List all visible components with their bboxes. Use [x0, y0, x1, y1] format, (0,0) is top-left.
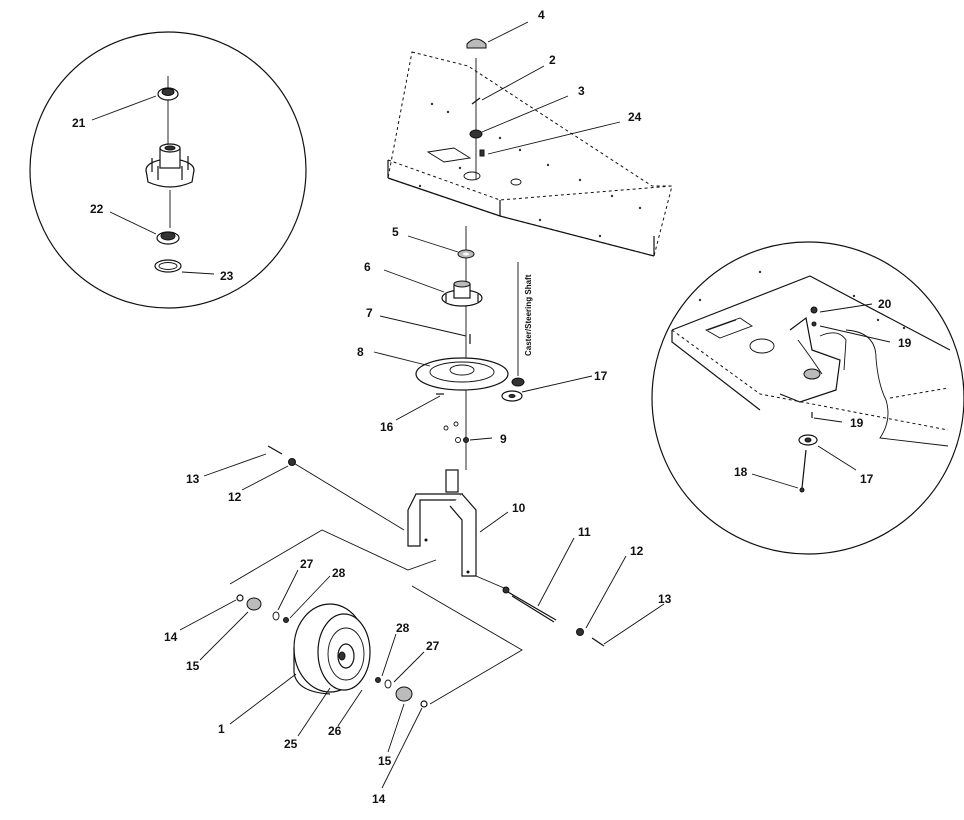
callout-11: 11 [578, 525, 591, 539]
callout-6: 6 [364, 260, 371, 274]
callout-22: 22 [90, 202, 104, 216]
mount-detail-circle [651, 241, 964, 555]
callout-28a: 28 [332, 566, 346, 580]
nut-3 [469, 129, 483, 139]
callout-23: 23 [220, 269, 234, 283]
bearing-cone-21 [157, 76, 179, 101]
washer-17 [501, 390, 523, 402]
callout-15b: 15 [378, 754, 392, 768]
washer-5 [457, 249, 475, 259]
callout-15a: 15 [186, 659, 200, 673]
callout-4: 4 [538, 8, 545, 22]
washer-24 [479, 149, 485, 157]
callout-20: 20 [878, 297, 892, 311]
callout-18: 18 [734, 465, 748, 479]
callout-5: 5 [392, 225, 399, 239]
cap-4 [466, 38, 487, 49]
callout-3: 3 [578, 84, 585, 98]
nut-12-right [576, 628, 584, 636]
nut-12-left [288, 458, 296, 466]
callout-24: 24 [628, 110, 642, 124]
callout-16: 16 [380, 420, 394, 434]
leader-lines [179, 21, 891, 789]
callout-1: 1 [218, 722, 225, 736]
caster-fork-10 [407, 469, 477, 577]
callout-8: 8 [357, 345, 364, 359]
callout-19b: 19 [850, 416, 864, 430]
hub-detail-circle [29, 31, 307, 309]
callout-10: 10 [512, 501, 526, 515]
bearing-cone-22 [156, 231, 180, 245]
mower-deck [387, 51, 673, 257]
callout-21: 21 [72, 116, 86, 130]
callout-19a: 19 [898, 336, 912, 350]
callout-27a: 27 [300, 557, 314, 571]
callout-13a: 13 [186, 472, 200, 486]
callout-27b: 27 [426, 639, 440, 653]
callout-7: 7 [366, 306, 373, 320]
callout-26: 26 [328, 724, 342, 738]
callout-2: 2 [549, 53, 556, 67]
callout-17a: 17 [594, 369, 608, 383]
hub-6 [441, 280, 483, 307]
callout-25: 25 [284, 737, 298, 751]
spacer-15-left [246, 597, 262, 611]
axle-bolt-11 [502, 586, 557, 623]
callout-28b: 28 [396, 621, 410, 635]
callout-12b: 12 [630, 544, 644, 558]
callout-labels: 4 2 3 24 5 6 7 8 16 9 17 13 12 10 11 12 … [72, 8, 912, 806]
callout-17b: 17 [860, 472, 874, 486]
pin-2 [471, 97, 481, 105]
bearing-cup-23 [154, 259, 182, 273]
callout-13b: 13 [658, 592, 672, 606]
wheel-1 [293, 603, 371, 695]
callout-9: 9 [500, 432, 507, 446]
callout-14a: 14 [164, 630, 178, 644]
spacer-15-right [395, 686, 413, 702]
caster-shaft-label: Caster/Steering Shaft [524, 274, 533, 356]
shaft-end [511, 377, 525, 387]
hub [145, 143, 195, 188]
callout-14b: 14 [372, 792, 386, 806]
callout-12a: 12 [228, 490, 242, 504]
plate-8 [415, 357, 509, 391]
